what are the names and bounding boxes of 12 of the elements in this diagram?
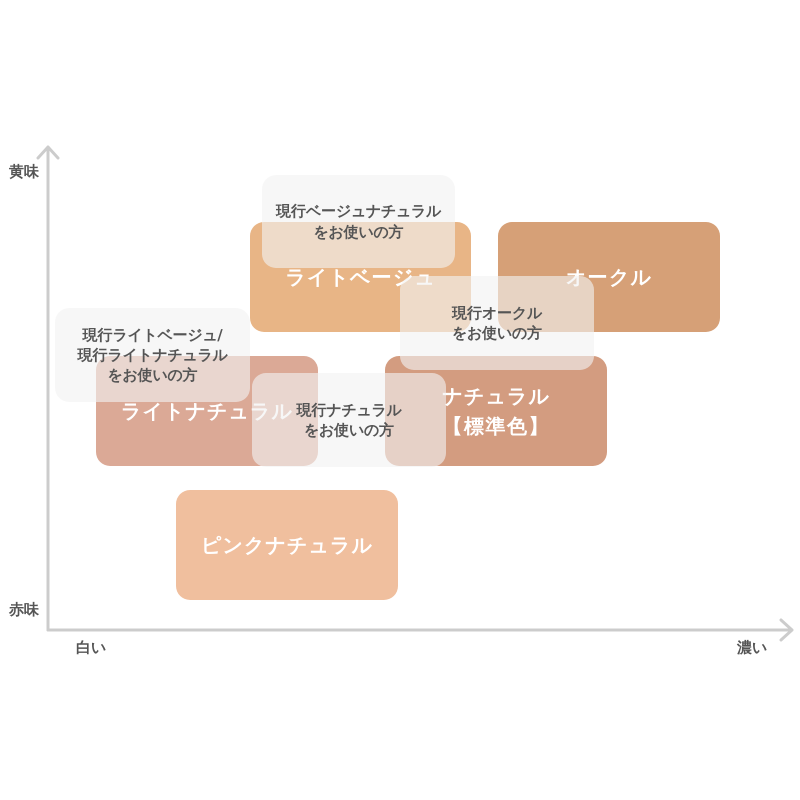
current-user-overlay bbox=[262, 175, 455, 268]
axis-label: 黄味 bbox=[9, 162, 39, 182]
current-user-note: 現行ライトベージュ/現行ライトナチュラルをお使いの方 bbox=[76, 324, 229, 386]
shade-box bbox=[176, 490, 398, 600]
current-user-note: 現行オークルをお使いの方 bbox=[450, 302, 544, 344]
axis-label: 濃い bbox=[737, 638, 767, 658]
current-user-note: 現行ナチュラルをお使いの方 bbox=[295, 400, 403, 440]
axis-label: 赤味 bbox=[9, 600, 39, 620]
shade-note: 【標準色】 bbox=[442, 413, 550, 440]
current-user-note: 現行ベージュナチュラルをお使いの方 bbox=[274, 201, 442, 242]
axis-label: 白い bbox=[76, 638, 106, 658]
shade-name: ピンクナチュラル bbox=[201, 532, 373, 559]
